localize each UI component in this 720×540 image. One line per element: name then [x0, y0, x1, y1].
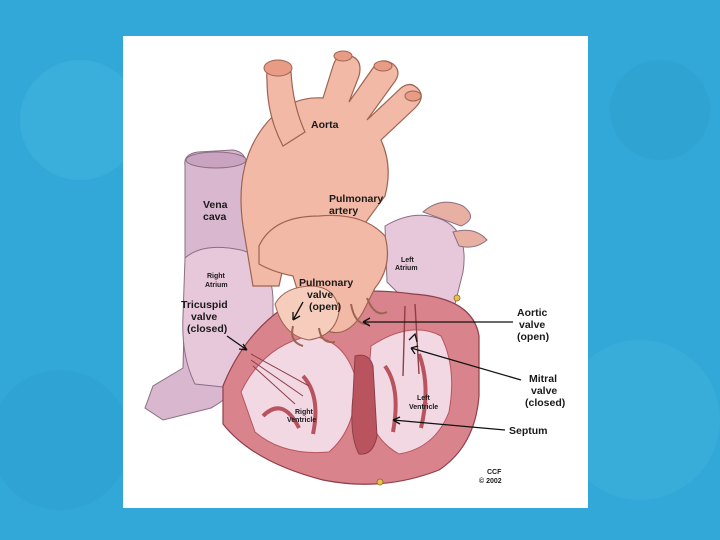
mitral-valve	[402, 303, 420, 377]
credit-ccf: CCF	[487, 469, 502, 476]
pulmonary-valve	[291, 325, 336, 347]
arrow-mitral-valve	[410, 345, 522, 381]
label-pulmonary-valve-3: (open)	[309, 301, 341, 313]
heart-diagram: Aorta Vena cava Pulmonary artery Left At…	[144, 50, 565, 486]
label-mitral-valve-2: valve	[531, 385, 557, 397]
label-mitral-valve-3: (closed)	[525, 397, 565, 409]
label-right-ventricle-2: Ventricle	[287, 417, 316, 424]
label-left-ventricle-1: Left	[417, 395, 431, 402]
label-tricuspid-2: valve	[191, 311, 217, 323]
label-aorta: Aorta	[311, 119, 339, 131]
label-right-ventricle-1: Right	[295, 409, 314, 416]
label-left-atrium-1: Left	[401, 257, 415, 264]
label-right-atrium-1: Right	[207, 273, 226, 280]
label-left-ventricle-2: Ventricle	[409, 404, 438, 411]
credit-year: © 2002	[479, 477, 502, 485]
label-left-atrium-2: Atrium	[395, 265, 418, 272]
label-aortic-valve-1: Aortic	[517, 307, 547, 319]
label-septum: Septum	[509, 425, 548, 437]
label-tricuspid-3: (closed)	[187, 323, 227, 335]
label-tricuspid-1: Tricuspid	[181, 299, 228, 311]
arrow-aortic-valve	[362, 317, 513, 327]
label-pulmonary-valve-2: valve	[307, 289, 333, 301]
label-right-atrium-2: Atrium	[205, 282, 228, 289]
label-vena-cava-1: Vena	[203, 199, 228, 211]
arrow-septum	[392, 416, 506, 431]
arrow-tricuspid	[226, 335, 248, 351]
label-vena-cava-2: cava	[203, 211, 227, 223]
arrow-pulmonary-valve	[292, 301, 304, 321]
septum-wall	[351, 354, 378, 455]
tricuspid-valve	[250, 353, 310, 405]
diagram-card: Aorta Vena cava Pulmonary artery Left At…	[123, 36, 588, 508]
label-aortic-valve-2: valve	[519, 319, 545, 331]
left-atrium	[384, 214, 465, 307]
label-pulmonary-artery-1: Pulmonary	[329, 193, 383, 205]
arrow-mitral-tick	[408, 332, 418, 343]
label-aortic-valve-3: (open)	[517, 331, 549, 343]
label-mitral-valve-1: Mitral	[529, 373, 557, 385]
label-pulmonary-artery-2: artery	[329, 205, 358, 217]
pulmonary-artery	[258, 214, 388, 334]
label-pulmonary-valve-1: Pulmonary	[299, 277, 353, 289]
